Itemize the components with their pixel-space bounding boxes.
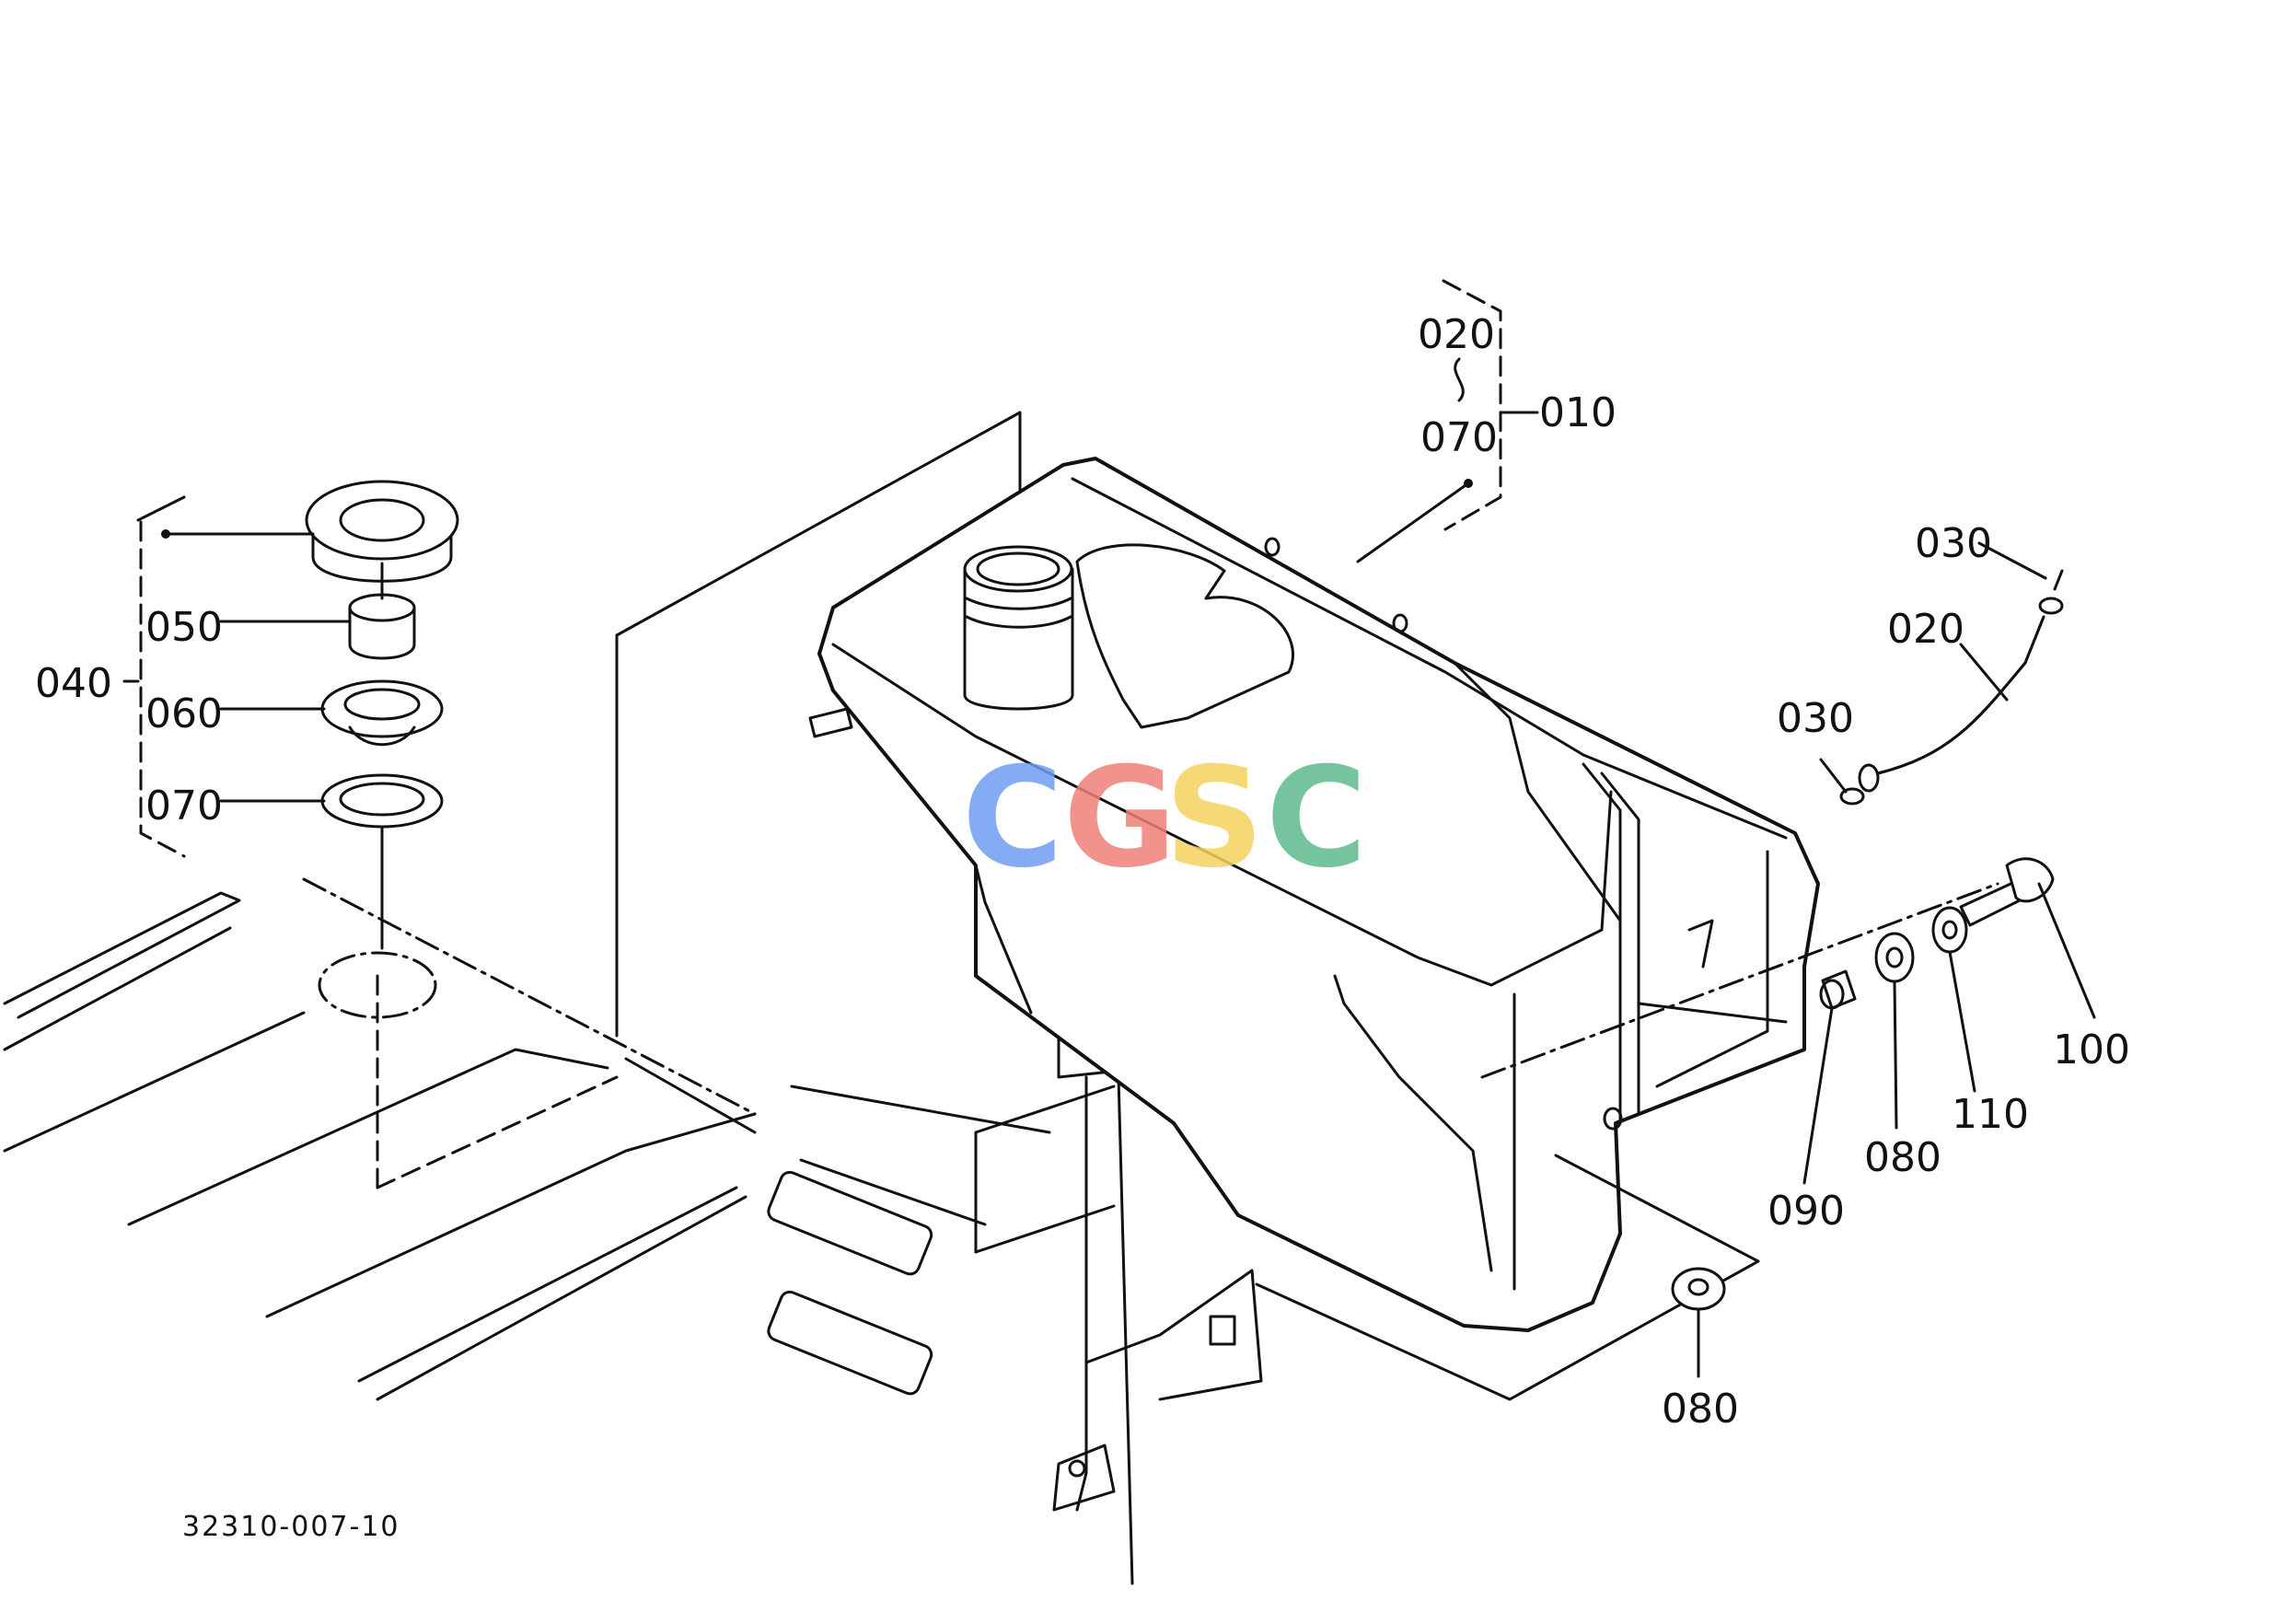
chassis-frame xyxy=(3,877,757,1401)
label-cap-group: 040 xyxy=(35,660,112,707)
callout-leaders xyxy=(122,279,2096,1378)
watermark-letter-3: S xyxy=(1165,738,1264,899)
label-tank-group: 010 xyxy=(1539,389,1617,436)
filler-cap-assembly xyxy=(136,480,459,950)
callout-labels: 020 070 010 040 050 060 070 030 020 030 … xyxy=(35,311,2130,1433)
breather-hose xyxy=(1839,569,2064,806)
label-cap-gasket: 070 xyxy=(145,783,223,829)
clamp-upper xyxy=(2038,597,2064,615)
washer-part xyxy=(1931,906,1968,954)
mounting-hardware xyxy=(1671,857,2055,1311)
label-cap-filter: 050 xyxy=(145,604,223,651)
watermark-letter-2: G xyxy=(1063,738,1176,899)
cushion-plate-outline xyxy=(1255,1154,1760,1401)
filler-neck xyxy=(963,545,1074,711)
label-hose: 020 xyxy=(1887,606,1964,653)
cap-filter xyxy=(348,606,416,660)
label-collar: 090 xyxy=(1767,1188,1845,1235)
label-cap-strainer: 060 xyxy=(145,690,223,737)
cushion-lower-part xyxy=(1671,1267,1726,1311)
watermark-letter-1: C xyxy=(962,738,1063,899)
watermark: C G S C xyxy=(962,738,1367,899)
bolt-axis-line xyxy=(1480,882,1999,1079)
label-tank-range-end: 070 xyxy=(1420,414,1498,461)
label-clamp-top: 030 xyxy=(1915,520,1992,567)
cap-group-bracket xyxy=(139,520,186,858)
label-bolt: 100 xyxy=(2053,1027,2130,1073)
label-cushion-upper: 080 xyxy=(1864,1134,1941,1181)
collar-part xyxy=(1821,969,1857,1010)
label-tank-range-start: 020 xyxy=(1418,311,1495,358)
label-clamp-bottom: 030 xyxy=(1777,695,1854,742)
cushion-upper-part xyxy=(1874,932,1915,983)
drawing-code: 32310-007-10 xyxy=(182,1511,400,1543)
label-cushion-lower: 080 xyxy=(1662,1386,1739,1433)
clamp-lower xyxy=(1839,787,1865,806)
watermark-letter-4: C xyxy=(1266,738,1367,899)
label-washer-plain: 110 xyxy=(1952,1091,2029,1138)
